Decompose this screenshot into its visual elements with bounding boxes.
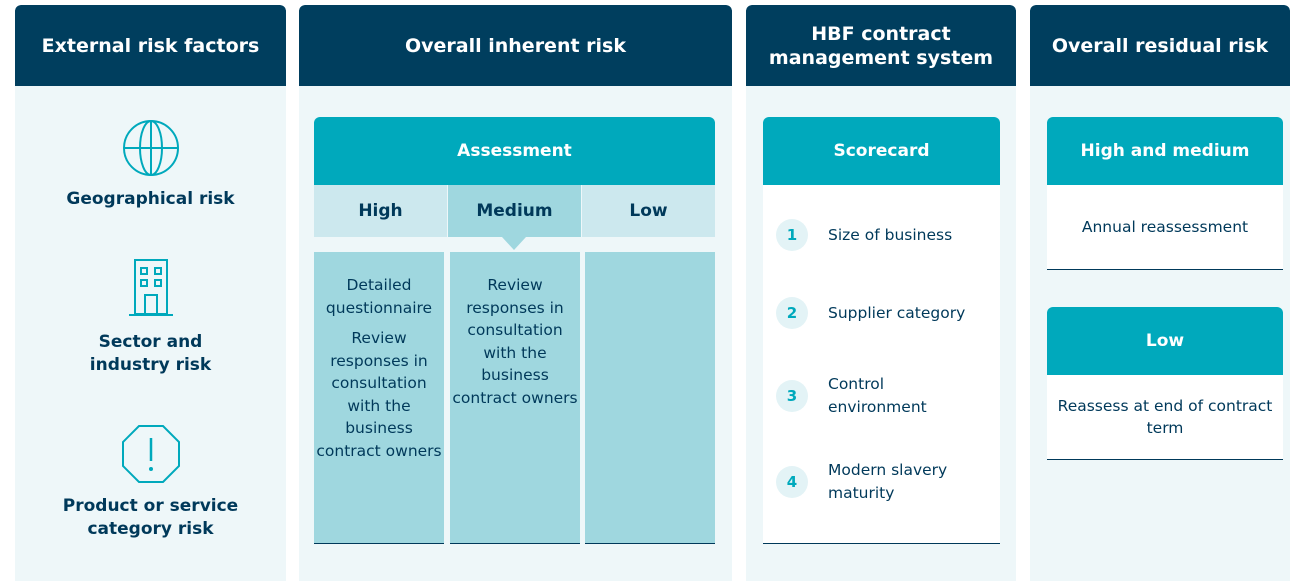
warning-octagon-icon (15, 423, 286, 485)
building-icon (15, 257, 286, 319)
residual-low-box: Low Reassess at end of contract term (1047, 307, 1283, 460)
residual-high-medium-header: High and medium (1047, 117, 1283, 185)
high-action-1: Detailed questionnaire (325, 276, 433, 317)
product-service-risk-factor: Product or service category risk (15, 423, 286, 541)
residual-low-action: Reassess at end of contract term (1047, 375, 1283, 460)
scorecard-item-label: Modern slavery maturity (828, 461, 948, 502)
contract-management-column: HBF contract management system Scorecard… (746, 5, 1016, 581)
scorecard-item-label: Control environment (828, 375, 927, 416)
residual-high-medium-box: High and medium Annual reassessment (1047, 117, 1283, 270)
external-risk-factors-column: External risk factors Geographical risk (15, 5, 286, 581)
geographical-risk-label: Geographical risk (66, 189, 235, 209)
level-high: High (314, 185, 447, 237)
sector-industry-risk-factor: Sector and industry risk (15, 257, 286, 377)
contract-management-title: HBF contract management system (746, 5, 1016, 86)
high-action-2: Review responses in consultation with th… (316, 329, 442, 460)
product-service-risk-label: Product or service category risk (62, 496, 239, 539)
high-risk-actions: Detailed questionnaire Review responses … (314, 252, 444, 544)
level-medium: Medium (448, 185, 581, 237)
scorecard-number: 1 (776, 219, 808, 251)
inherent-risk-title: Overall inherent risk (299, 5, 732, 86)
globe-icon (15, 118, 286, 178)
inherent-risk-column: Overall inherent risk Assessment High Me… (299, 5, 732, 581)
scorecard-item-label: Supplier category (828, 303, 966, 322)
residual-risk-title: Overall residual risk (1030, 5, 1290, 86)
medium-risk-actions: Review responses in consultation with th… (450, 252, 580, 544)
external-risk-factors-title: External risk factors (15, 5, 286, 86)
scorecard-item-label: Size of business (828, 225, 953, 244)
scorecard-header: Scorecard (763, 117, 1000, 185)
residual-low-header: Low (1047, 307, 1283, 375)
scorecard-number: 4 (776, 465, 808, 498)
residual-risk-column: Overall residual risk High and medium An… (1030, 5, 1290, 581)
scorecard-item: 3 Control environment (776, 373, 996, 418)
residual-high-medium-action: Annual reassessment (1047, 185, 1283, 270)
scorecard: Scorecard 1 Size of business 2 Supplier … (763, 117, 1000, 544)
scorecard-item: 4 Modern slavery maturity (776, 459, 996, 504)
scorecard-number: 3 (776, 379, 808, 412)
scorecard-item: 1 Size of business (776, 219, 996, 251)
sector-industry-risk-label: Sector and industry risk (89, 332, 212, 375)
level-low: Low (582, 185, 715, 237)
geographical-risk-factor: Geographical risk (15, 118, 286, 211)
scorecard-item: 2 Supplier category (776, 297, 996, 329)
medium-action-1: Review responses in consultation with th… (452, 276, 578, 407)
scorecard-number: 2 (776, 297, 808, 329)
medium-indicator-notch (502, 237, 526, 250)
assessment-header: Assessment (314, 117, 715, 185)
low-risk-actions (585, 252, 715, 544)
